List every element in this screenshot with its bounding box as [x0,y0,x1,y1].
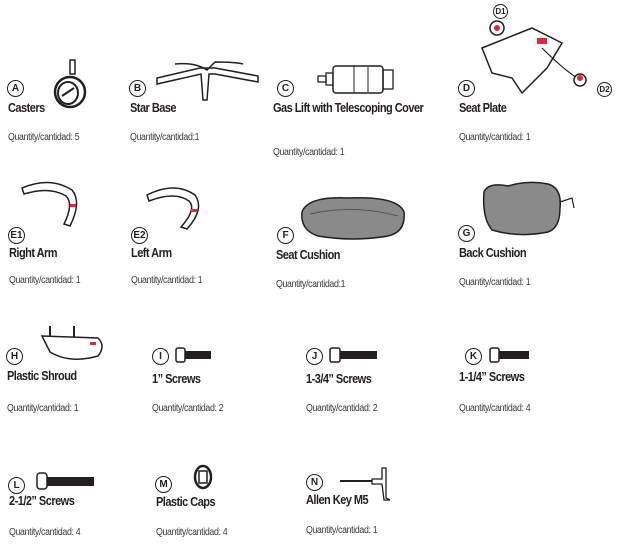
part-name-1in-screws: 1” Screws [152,372,201,386]
gas-lift-icon [317,65,394,94]
part-name-plastic-shroud: Plastic Shroud [7,369,77,383]
part-badge-j: J [306,348,323,365]
seat-cushion-icon [301,197,405,240]
part-qty-1-1-4in-screws: Quantity/cantidad: 4 [459,403,531,414]
seat-plate-icon [481,20,587,95]
part-qty-star-base: Quantity/cantidad:1 [130,132,200,143]
screw-1-3-4in-icon [329,347,377,363]
part-name-star-base: Star Base [130,101,177,115]
part-name-back-cushion: Back Cushion [459,246,527,260]
allen-key-icon [340,467,391,501]
part-qty-seat-cushion: Quantity/cantidad:1 [276,279,346,290]
screw-1in-icon [175,347,211,363]
caster-icon [53,59,87,109]
plastic-shroud-icon [40,326,103,360]
part-badge-g: G [458,225,475,242]
part-name-plastic-caps: Plastic Caps [156,495,216,509]
part-name-left-arm: Left Arm [131,246,172,260]
part-badge-d1: D1 [493,4,508,19]
part-badge-h: H [6,348,23,365]
part-qty-gas-lift: Quantity/cantidad: 1 [273,147,345,158]
part-badge-e1: E1 [8,227,25,244]
part-qty-back-cushion: Quantity/cantidad: 1 [459,277,531,288]
part-name-2-1-2in-screws: 2-1/2” Screws [9,494,75,508]
back-cushion-icon [482,181,575,236]
screw-2-1-2in-icon [36,472,94,490]
part-name-allen-key: Allen Key M5 [306,493,369,507]
plastic-cap-icon [193,464,213,490]
part-qty-right-arm: Quantity/cantidad: 1 [9,275,81,286]
part-badge-m: M [155,476,172,493]
part-badge-a: A [7,80,24,97]
part-qty-1in-screws: Quantity/cantidad: 2 [152,403,224,414]
star-base-icon [156,61,259,101]
part-qty-seat-plate: Quantity/cantidad: 1 [459,132,531,143]
part-badge-k: K [465,348,482,365]
part-badge-n: N [306,474,323,491]
part-badge-d2: D2 [597,82,612,97]
part-qty-allen-key: Quantity/cantidad: 1 [306,525,378,536]
part-qty-1-3-4in-screws: Quantity/cantidad: 2 [306,403,378,414]
part-badge-b: B [129,80,146,97]
part-qty-casters: Quantity/cantidad: 5 [8,132,80,143]
part-name-1-3-4in-screws: 1-3/4” Screws [306,372,372,386]
part-name-1-1-4in-screws: 1-1/4” Screws [459,370,525,384]
part-badge-e2: E2 [131,227,148,244]
left-arm-icon [146,187,200,230]
part-qty-2-1-2in-screws: Quantity/cantidad: 4 [9,527,81,538]
part-name-gas-lift: Gas Lift with Telescoping Cover [273,101,424,115]
part-name-right-arm: Right Arm [9,246,58,260]
part-name-seat-cushion: Seat Cushion [276,248,340,262]
part-qty-plastic-shroud: Quantity/cantidad: 1 [7,403,79,414]
part-badge-f: F [277,227,294,244]
part-name-casters: Casters [8,101,45,115]
part-badge-l: L [8,477,25,494]
part-qty-plastic-caps: Quantity/cantidad: 4 [156,527,228,538]
part-badge-c: C [277,80,294,97]
part-qty-left-arm: Quantity/cantidad: 1 [131,275,203,286]
screw-1-1-4in-icon [489,347,529,363]
right-arm-icon [21,181,78,227]
part-name-seat-plate: Seat Plate [459,101,507,115]
part-badge-i: I [152,348,169,365]
part-badge-d: D [458,80,475,97]
